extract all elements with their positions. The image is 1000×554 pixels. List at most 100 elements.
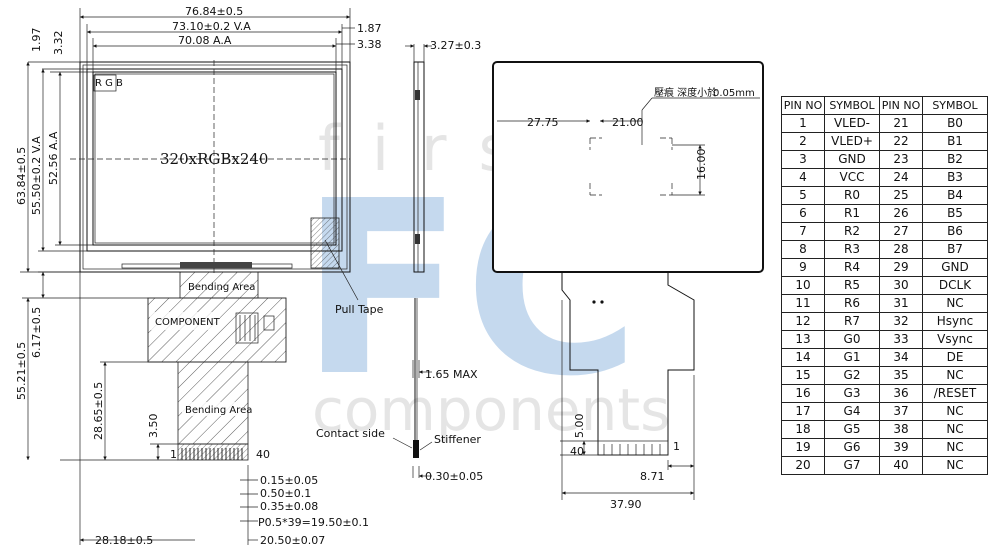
symbol-cell: NC [922, 294, 988, 313]
pin-no-cell: 38 [879, 420, 923, 439]
symbol-cell: VLED- [824, 114, 880, 133]
symbol-cell: B3 [922, 168, 988, 187]
rear-pin-1: 1 [673, 440, 680, 453]
pin-no-cell: 22 [879, 132, 923, 151]
stiffener-label: Stiffener [434, 433, 481, 446]
dim-fpc-offset: 6.17±0.5 [30, 307, 43, 358]
contact-side-label: Contact side [316, 427, 385, 440]
watermark-components: components [312, 376, 670, 444]
fpc-bending-area-1 [179, 271, 259, 299]
header-symbol-1: SYMBOL [824, 96, 880, 115]
symbol-cell: B5 [922, 204, 988, 223]
header-symbol-2: SYMBOL [922, 96, 988, 115]
bending-area-label-1: Bending Area [188, 282, 255, 293]
dim-height-overall: 63.84±0.5 [15, 147, 28, 205]
symbol-cell: R5 [824, 276, 880, 295]
pin-no-cell: 6 [781, 204, 825, 223]
dim-stiffener-thickness: 0.30±0.05 [425, 470, 483, 483]
pin-no-cell: 36 [879, 384, 923, 403]
symbol-cell: NC [922, 420, 988, 439]
pin-1-label: 1 [170, 448, 177, 461]
pin-no-cell: 23 [879, 150, 923, 169]
table-header-row: PIN NO SYMBOL PIN NO SYMBOL [781, 96, 988, 115]
dim-thickness: 3.27±0.3 [430, 39, 481, 52]
symbol-cell: B0 [922, 114, 988, 133]
dim-fpc-tail: 28.65±0.5 [92, 382, 105, 440]
symbol-cell: R1 [824, 204, 880, 223]
pin-no-cell: 35 [879, 366, 923, 385]
pin-no-cell: 28 [879, 240, 923, 259]
dim-max-thickness: 1.65 MAX [425, 368, 478, 381]
pin-no-cell: 29 [879, 258, 923, 277]
symbol-cell: B2 [922, 150, 988, 169]
bending-area-label-2: Bending Area [185, 405, 252, 416]
symbol-cell: B4 [922, 186, 988, 205]
pin-no-cell: 31 [879, 294, 923, 313]
pin-no-cell: 13 [781, 330, 825, 349]
pin-no-cell: 33 [879, 330, 923, 349]
dim-fpc-position: 28.18±0.5 [95, 534, 153, 547]
dim-offset-3-32: 3.32 [52, 31, 65, 56]
pin-no-cell: 34 [879, 348, 923, 367]
pin-no-cell: 9 [781, 258, 825, 277]
dim-height-aa: 52.56 A.A [47, 131, 60, 185]
dim-pad-length: 3.50 [147, 414, 160, 439]
viewing-area [86, 68, 343, 252]
pin-no-cell: 15 [781, 366, 825, 385]
symbol-cell: /RESET [922, 384, 988, 403]
rear-note-cn: 壓痕 深度小於 [654, 86, 717, 99]
symbol-cell: Hsync [922, 312, 988, 331]
header-pin-no-2: PIN NO [879, 96, 923, 115]
dim-fpc-length: 55.21±0.5 [15, 342, 28, 400]
pin-no-cell: 12 [781, 312, 825, 331]
dim-height-va: 55.50±0.2 V.A [30, 136, 43, 215]
dim-0-35: 0.35±0.08 [260, 500, 318, 513]
pin-no-cell: 16 [781, 384, 825, 403]
pin-no-cell: 2 [781, 132, 825, 151]
symbol-cell: R6 [824, 294, 880, 313]
dim-offset-3-38: 3.38 [357, 38, 382, 51]
pull-tape-area [310, 217, 340, 269]
symbol-cell: G7 [824, 456, 880, 475]
pin-40-label: 40 [256, 448, 270, 461]
header-pin-no-1: PIN NO [781, 96, 825, 115]
pin-no-cell: 5 [781, 186, 825, 205]
pin-no-cell: 26 [879, 204, 923, 223]
pin-no-cell: 11 [781, 294, 825, 313]
pin-no-cell: 10 [781, 276, 825, 295]
symbol-cell: R0 [824, 186, 880, 205]
dim-rear-27-75: 27.75 [527, 116, 559, 129]
rear-pin-40: 40 [570, 445, 584, 458]
rear-module [492, 61, 764, 273]
dim-0-15: 0.15±0.05 [260, 474, 318, 487]
dim-offset-1-97: 1.97 [30, 28, 43, 53]
front-view: R G B 320xRGBx240 76.84±0.5 73.10±0.2 V.… [15, 5, 384, 547]
symbol-cell: R4 [824, 258, 880, 277]
symbol-cell: Vsync [922, 330, 988, 349]
pin-no-cell: 27 [879, 222, 923, 241]
pin-no-cell: 30 [879, 276, 923, 295]
dim-rear-5-00: 5.00 [573, 414, 586, 439]
dim-width-va: 73.10±0.2 V.A [172, 20, 251, 33]
symbol-cell: G4 [824, 402, 880, 421]
symbol-cell: G1 [824, 348, 880, 367]
pin-no-cell: 1 [781, 114, 825, 133]
pin-no-cell: 18 [781, 420, 825, 439]
symbol-cell: G3 [824, 384, 880, 403]
pin-no-cell: 25 [879, 186, 923, 205]
symbol-cell: G6 [824, 438, 880, 457]
symbol-cell: VLED+ [824, 132, 880, 151]
